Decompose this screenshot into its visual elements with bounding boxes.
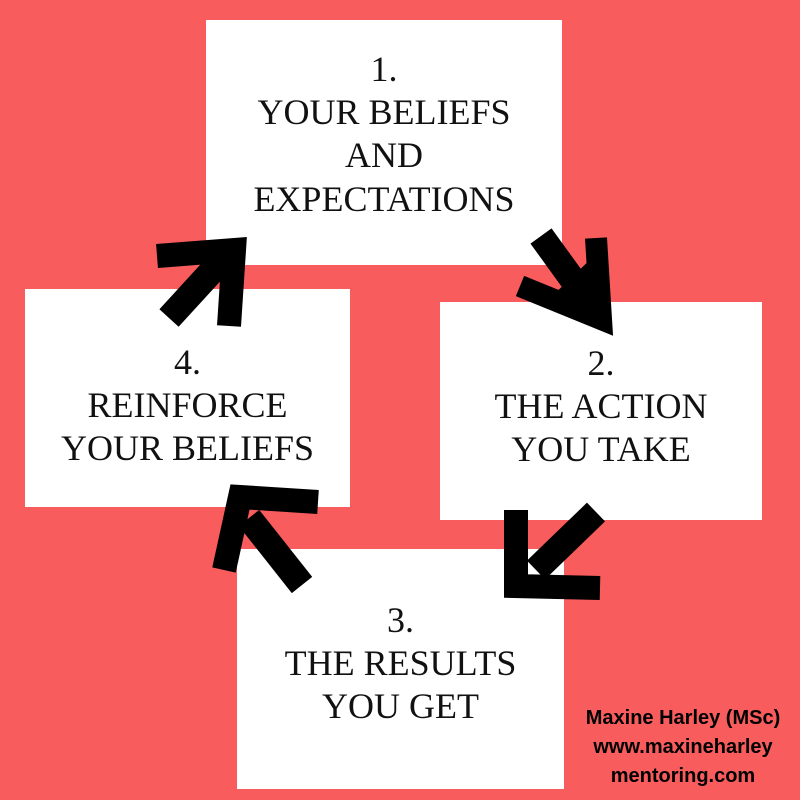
step-4-line-2: YOUR BELIEFS — [60, 428, 315, 469]
credit-url-line-2: mentoring.com — [610, 765, 756, 787]
step-2-number: 2. — [587, 343, 615, 383]
step-1-number: 1. — [370, 49, 398, 89]
step-2-line-2: YOU TAKE — [511, 429, 691, 470]
step-1-box: 1. YOUR BELIEFS AND EXPECTATIONS — [206, 20, 562, 265]
arrow-up-right-icon — [156, 236, 247, 327]
step-1-line-1: YOUR BELIEFS — [257, 92, 511, 133]
step-2-box: 2. THE ACTION YOU TAKE — [440, 302, 762, 520]
step-4-box: 4. REINFORCE YOUR BELIEFS — [25, 289, 350, 507]
credit-name: Maxine Harley (MSc) — [585, 707, 781, 729]
author-credit: Maxine Harley (MSc) www.maxineharley men… — [566, 704, 800, 791]
arrow-down-left-icon — [504, 502, 606, 600]
step-3-number: 3. — [387, 600, 414, 640]
step-1-line-2: AND — [345, 135, 423, 176]
step-3-line-1: THE RESULTS — [284, 643, 517, 684]
arrow-up-left-icon — [212, 484, 319, 594]
step-2-line-1: THE ACTION — [494, 386, 708, 427]
credit-url-line-1: www.maxineharley — [593, 736, 773, 758]
arrow-down-right-icon — [515, 228, 614, 336]
step-4-line-1: REINFORCE — [87, 385, 288, 426]
step-1-line-3: EXPECTATIONS — [253, 178, 515, 219]
step-3-line-2: YOU GET — [322, 686, 479, 727]
step-4-number: 4. — [174, 342, 201, 382]
